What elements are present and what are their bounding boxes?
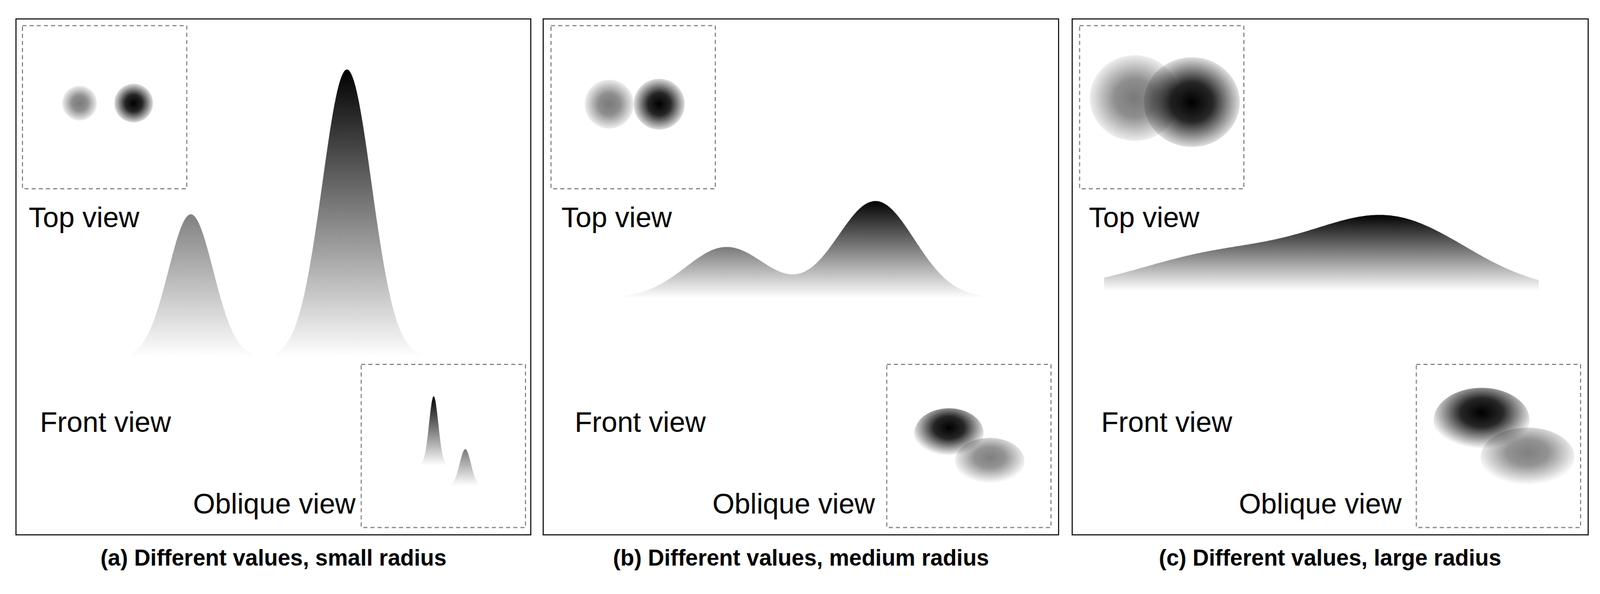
panel-box: Top viewFront viewOblique view(a) Differ… bbox=[15, 18, 532, 536]
front-view-peak bbox=[122, 214, 261, 357]
oblique-view-peak bbox=[449, 449, 482, 486]
inset-frame bbox=[360, 364, 526, 528]
view-label: Top view bbox=[28, 201, 140, 234]
front-view-curve bbox=[624, 201, 982, 299]
inset-frame bbox=[550, 25, 716, 189]
panel-caption: (c) Different values, large radius bbox=[1072, 546, 1588, 572]
view-label: Front view bbox=[40, 407, 172, 439]
view-label: Oblique view bbox=[192, 488, 356, 521]
panel-box: Top viewFront viewOblique view(c) Differ… bbox=[1071, 18, 1589, 536]
panel-b-art bbox=[550, 25, 1051, 528]
inset-frame bbox=[1079, 25, 1245, 189]
panel-box: Top viewFront viewOblique view(b) Differ… bbox=[542, 18, 1060, 536]
panel-c-art bbox=[1079, 25, 1582, 528]
inset-frame bbox=[886, 364, 1052, 528]
panel-caption: (b) Different values, medium radius bbox=[543, 546, 1058, 572]
view-label: Front view bbox=[574, 407, 706, 439]
panel-caption: (a) Different values, small radius bbox=[16, 546, 531, 572]
front-view-peak bbox=[273, 69, 421, 357]
top-view-blob bbox=[1143, 57, 1240, 148]
view-label: Top view bbox=[1088, 201, 1200, 234]
panel-a-art bbox=[22, 25, 526, 528]
top-view-blob bbox=[114, 84, 154, 124]
view-label: Oblique view bbox=[1239, 488, 1402, 521]
view-label: Front view bbox=[1101, 407, 1232, 439]
view-label: Top view bbox=[561, 201, 673, 234]
inset-frame bbox=[22, 25, 187, 189]
oblique-view-blob bbox=[914, 408, 984, 460]
view-label: Oblique view bbox=[712, 488, 876, 521]
oblique-view-blob bbox=[1433, 387, 1530, 453]
top-view-blob bbox=[62, 85, 98, 121]
inset-frame bbox=[1416, 364, 1582, 528]
top-view-blob bbox=[633, 78, 685, 130]
top-view-blob bbox=[584, 79, 634, 129]
oblique-view-peak bbox=[416, 395, 452, 466]
